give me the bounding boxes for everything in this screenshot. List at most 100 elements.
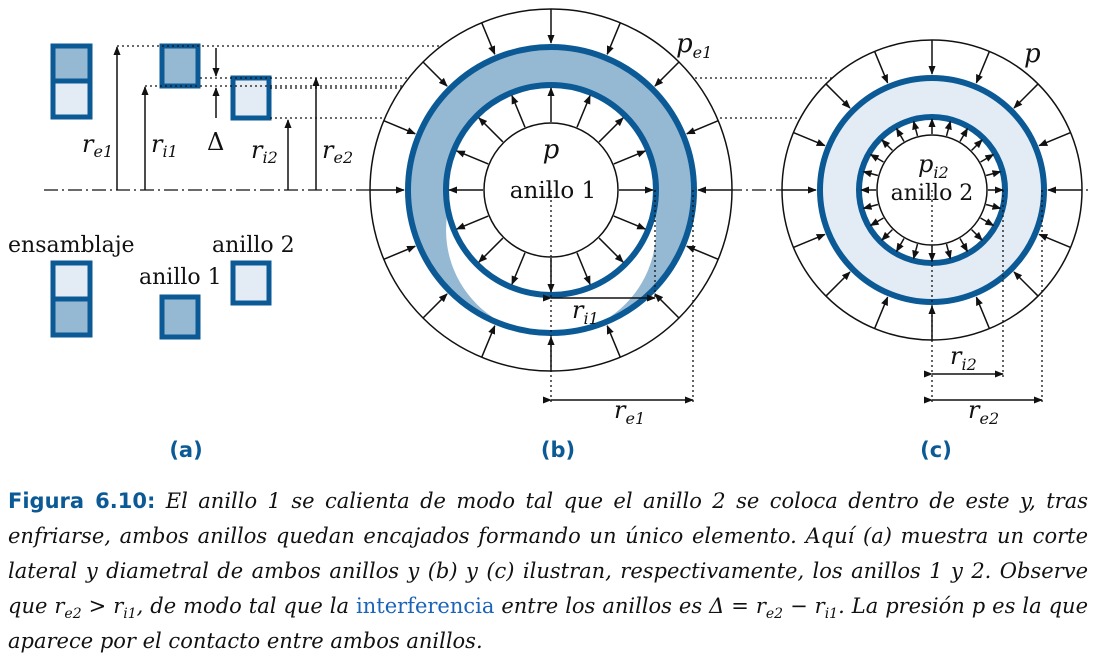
pressure-arrow	[422, 293, 448, 319]
panel-a: re1 ri1 Δ ri2 re2 ensamblaje anillo 1 an…	[8, 43, 932, 462]
pressure-arrow	[606, 324, 621, 358]
pressure-arrow	[481, 324, 496, 358]
pressure-arrow	[873, 296, 889, 329]
ring1-section-bottom	[159, 294, 201, 340]
pressure-arrow	[971, 229, 983, 241]
caption-sub-3: e2	[765, 606, 784, 623]
label-anillo-2-center: anillo 2	[891, 181, 974, 206]
pressure-arrow	[654, 293, 680, 319]
label-delta: Δ	[207, 128, 224, 156]
label-re2-c: re2	[968, 396, 999, 428]
pressure-arrow	[511, 94, 526, 128]
pressure-arrow	[971, 139, 983, 151]
pressure-arrow	[1038, 233, 1071, 249]
caption-text-6: . La presión p es la que aparece por el …	[8, 594, 1088, 653]
assembly-ring2-section-bottom	[50, 260, 93, 302]
label-anillo-2: anillo 2	[212, 233, 295, 258]
pressure-arrow	[422, 61, 448, 87]
pressure-arrow	[1013, 83, 1039, 109]
pressure-arrow	[985, 202, 1002, 210]
caption-text-5: − r	[783, 594, 825, 618]
pressure-arrow	[478, 237, 504, 263]
pressure-arrow	[912, 243, 920, 260]
pressure-arrow	[613, 215, 647, 230]
panel-label-b: (b)	[541, 438, 575, 462]
label-ri1-b: ri1	[572, 296, 599, 328]
pressure-arrow	[959, 238, 969, 253]
pressure-arrow	[959, 127, 969, 142]
pressure-arrow	[383, 245, 417, 260]
pressure-arrow	[793, 233, 826, 249]
caption-sub-2: i1	[123, 606, 137, 623]
pressure-arrow	[862, 170, 879, 178]
pressure-arrow	[895, 238, 905, 253]
pressure-arrow	[613, 150, 647, 165]
label-ri2-c: ri2	[950, 342, 977, 374]
figure-caption: Figura 6.10: El anillo 1 se calienta de …	[8, 484, 1088, 659]
caption-text-2: > r	[81, 594, 124, 618]
label-re1: re1	[82, 130, 113, 161]
panel-label-c: (c)	[920, 438, 952, 462]
label-anillo-1-center: anillo 1	[510, 178, 596, 204]
panel-label-a: (a)	[169, 438, 202, 462]
label-re1-b: re1	[614, 396, 645, 428]
pressure-arrow	[975, 296, 991, 329]
pressure-arrow	[975, 51, 991, 84]
ring2-body	[819, 78, 1044, 303]
caption-text-3: , de modo tal que la	[136, 594, 357, 618]
assembly-ring1-section-top	[50, 43, 93, 84]
panel-c: p pi2 anillo 2 ri2 re2 (c)	[780, 39, 1088, 462]
pressure-arrow	[825, 271, 851, 297]
ring2-section-bottom	[230, 260, 272, 306]
caption-sub-4: i1	[824, 606, 839, 623]
pressure-arrow	[944, 120, 952, 137]
label-p-outer: p	[1024, 39, 1041, 69]
pressure-arrow	[383, 120, 417, 135]
assembly-ring1-section-bottom	[50, 296, 93, 338]
pressure-arrow	[985, 170, 1002, 178]
pressure-arrow	[478, 117, 504, 143]
label-p-inner: p	[543, 135, 560, 165]
ring1-section-top	[159, 43, 201, 89]
ring1-outer-edge	[405, 44, 697, 336]
pressure-arrow	[881, 229, 893, 241]
ring2-section-top	[230, 75, 272, 121]
assembly-ring2-section-top	[50, 78, 93, 120]
pressure-arrow	[511, 252, 526, 286]
caption-text-4: entre los anillos es Δ = r	[494, 594, 766, 618]
pressure-arrow	[576, 94, 591, 128]
pressure-arrow	[685, 245, 719, 260]
pressure-arrow	[793, 131, 826, 147]
pressure-arrow	[881, 139, 893, 151]
pressure-arrow	[895, 127, 905, 142]
panel-b: pe1 p anillo 1 ri1 re1 (b)	[368, 8, 780, 462]
pressure-arrow	[825, 83, 851, 109]
pressure-arrow	[606, 22, 621, 56]
interferencia-link[interactable]: interferencia	[356, 594, 495, 618]
label-ensamblaje: ensamblaje	[8, 233, 135, 258]
ring1-inner-pressure-arrows	[448, 87, 654, 293]
ring1-outer-pressure-arrows	[370, 9, 732, 371]
pressure-arrow	[654, 61, 680, 87]
label-anillo-1: anillo 1	[139, 265, 222, 290]
label-re2: re2	[322, 136, 353, 167]
pressure-arrow	[685, 120, 719, 135]
caption-sub-1: e2	[64, 606, 82, 623]
pressure-arrow	[869, 217, 884, 227]
pressure-arrow	[455, 215, 489, 230]
label-pe1: pe1	[676, 29, 712, 62]
pressure-arrow	[1013, 271, 1039, 297]
pressure-arrow	[481, 22, 496, 56]
pressure-arrow	[598, 237, 624, 263]
pressure-arrow	[980, 217, 995, 227]
label-pi2: pi2	[918, 150, 949, 182]
pressure-arrow	[576, 252, 591, 286]
label-ri1: ri1	[151, 130, 178, 161]
label-ri2: ri2	[251, 136, 278, 167]
pressure-arrow	[912, 120, 920, 137]
caption-text-1: El anillo 1 se calienta de modo tal que …	[8, 489, 1088, 618]
pressure-arrow	[944, 243, 952, 260]
pressure-arrow	[1038, 131, 1071, 147]
ring2-inner-pressure-arrows	[860, 118, 1004, 262]
pressure-arrow	[455, 150, 489, 165]
